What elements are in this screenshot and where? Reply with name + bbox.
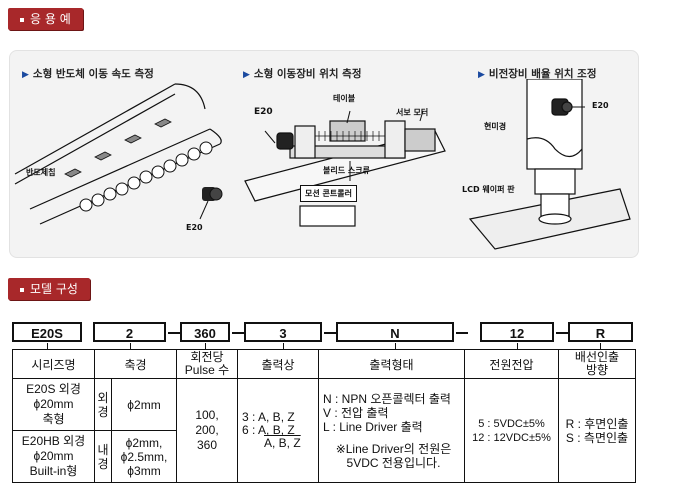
- label-lcd-panel: LCD 웨이퍼 판: [462, 185, 515, 194]
- shaft-value-outer: ϕ2mm: [111, 378, 177, 431]
- label-controller: 모션 콘트롤러: [300, 185, 357, 202]
- code-dash: [324, 332, 336, 334]
- label-microscope: 현미경: [484, 122, 507, 131]
- label-servo: 서보 모터: [396, 108, 429, 117]
- code-dash: [556, 332, 568, 334]
- header-output: 출력형태: [318, 349, 465, 379]
- shaft-type-inner: 내경: [94, 430, 112, 483]
- code-cable: R: [568, 322, 633, 342]
- stage-illustration: [244, 110, 446, 227]
- label-e20-2: E20: [254, 107, 273, 117]
- voltage-values: 5 : 5VDC±5%12 : 12VDC±5%: [464, 378, 559, 483]
- triangle-icon: ▶: [243, 70, 250, 80]
- app-caption-1: ▶소형 반도체 이동 속도 측정: [22, 68, 154, 80]
- shaft-type-outer: 외경: [94, 378, 112, 431]
- pulse-values: 100,200,360: [176, 378, 238, 483]
- code-dash: [456, 332, 468, 334]
- application-panel: ▶소형 반도체 이동 속도 측정 ▶소형 이동장비 위치 측정 ▶비전장비 배율…: [9, 50, 639, 258]
- connector: [283, 343, 284, 349]
- output-values: N : NPN 오픈콜렉터 출력 V : 전압 출력 L : Line Driv…: [318, 378, 465, 483]
- label-e20-3: E20: [592, 101, 609, 110]
- triangle-icon: ▶: [478, 70, 485, 80]
- connector: [47, 343, 48, 349]
- label-ballscrew: 볼리드 스크류: [323, 166, 370, 175]
- code-voltage: 12: [480, 322, 554, 342]
- label-table: 테이블: [333, 94, 356, 103]
- section-tag-application: 응 용 예: [8, 8, 83, 30]
- conveyor-illustration: [14, 83, 223, 225]
- triangle-icon: ▶: [22, 70, 29, 80]
- code-dash: [168, 332, 180, 334]
- microscope-illustration: [468, 79, 631, 250]
- connector: [130, 343, 131, 349]
- phase-values: 3 : A, B, Z 6 : A, B, Z A, B, Z: [237, 378, 319, 483]
- code-shaft: 2: [93, 322, 166, 342]
- app-caption-3: ▶비전장비 배율 위치 조정: [478, 68, 597, 80]
- code-dash: [232, 332, 244, 334]
- code-phase: 3: [244, 322, 322, 342]
- connector: [205, 343, 206, 349]
- shaft-value-inner: ϕ2mm,ϕ2.5mm,ϕ3mm: [111, 430, 177, 483]
- section-tag-model: 모델 구성: [8, 278, 90, 300]
- connector: [395, 343, 396, 349]
- connector: [600, 343, 601, 349]
- code-pulse: 360: [180, 322, 230, 342]
- app-caption-2: ▶소형 이동장비 위치 측정: [243, 68, 362, 80]
- code-series: E20S: [12, 322, 82, 342]
- connector: [517, 343, 518, 349]
- header-series: 시리즈명: [12, 349, 95, 379]
- code-output: N: [336, 322, 454, 342]
- header-phase: 출력상: [237, 349, 319, 379]
- label-e20-1: E20: [186, 223, 203, 232]
- section-title: 응 용 예: [30, 12, 71, 26]
- header-voltage: 전원전압: [464, 349, 559, 379]
- label-wafer: 반도체칩: [26, 168, 56, 177]
- section-title: 모델 구성: [30, 282, 78, 296]
- header-shaft: 축경: [94, 349, 177, 379]
